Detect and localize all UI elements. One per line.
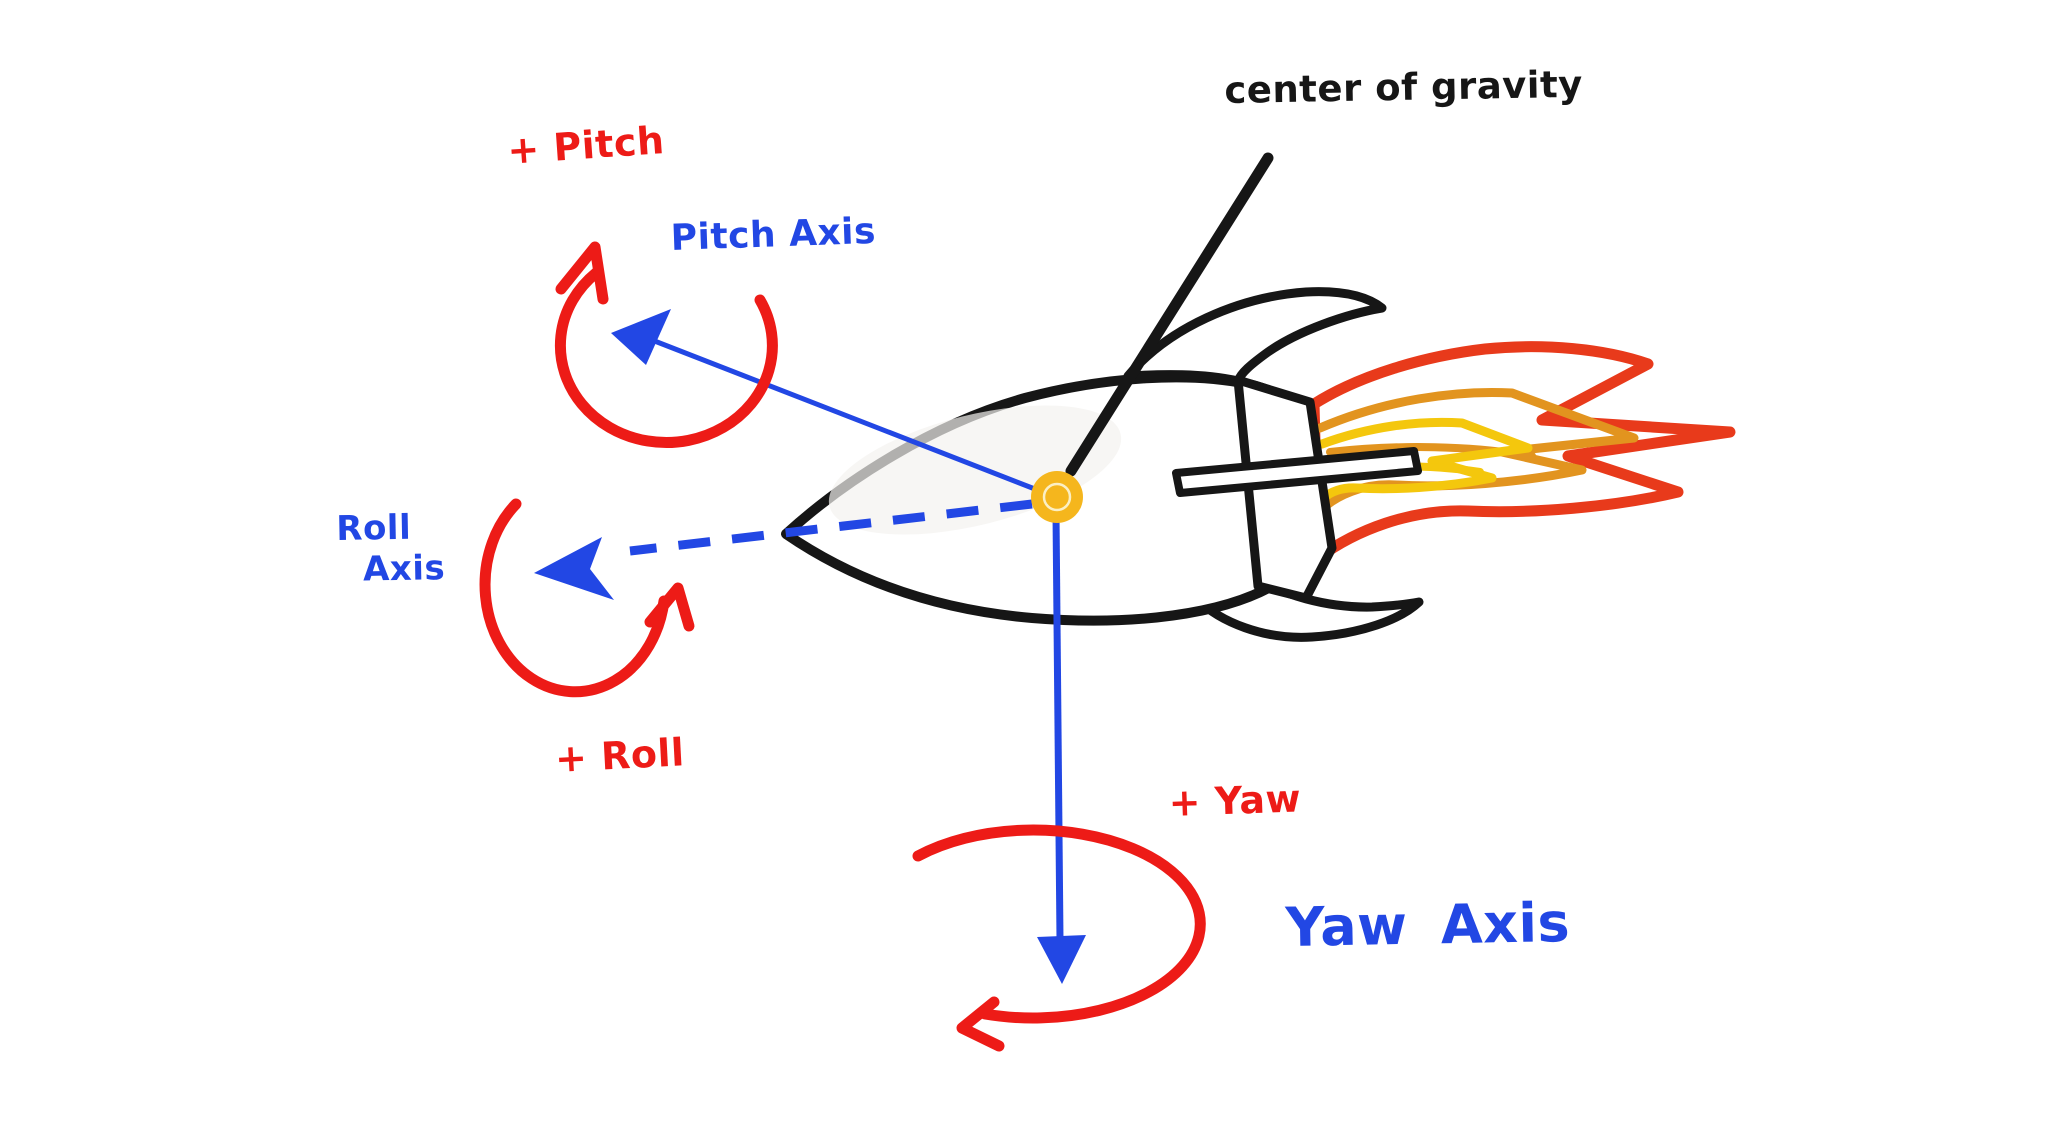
roll-axis-label-line1: Roll bbox=[335, 507, 412, 549]
yaw-rotation-arc bbox=[912, 824, 1206, 1024]
yaw-axis-line bbox=[1052, 513, 1064, 941]
pitch-rotation-arrowhead bbox=[555, 241, 609, 305]
yaw-rotation-arrowhead bbox=[956, 996, 1005, 1052]
pitch-axis-arrowhead bbox=[611, 309, 671, 365]
pitch-axis-line bbox=[651, 337, 1041, 494]
cg-dot-ring bbox=[1042, 482, 1072, 512]
pitch-axis-label: Pitch Axis bbox=[670, 210, 877, 259]
pitch-rotation-arc bbox=[554, 267, 778, 449]
center-of-gravity-label: center of gravity bbox=[1223, 62, 1584, 112]
roll-axis-arrowhead bbox=[534, 537, 614, 600]
yaw-axis-label: Yaw Axis bbox=[1284, 891, 1571, 959]
roll-rotation-arc bbox=[479, 498, 670, 698]
roll-rotation-arrowhead bbox=[644, 582, 695, 632]
cg-dot bbox=[1031, 471, 1083, 523]
cg-pointer-line bbox=[1065, 152, 1274, 477]
roll-positive-label: + Roll bbox=[553, 730, 686, 781]
yaw-axis-arrowhead bbox=[1037, 935, 1086, 984]
roll-axis-line bbox=[629, 499, 1033, 556]
rocket-gun-rod bbox=[1172, 447, 1422, 497]
yaw-positive-label: + Yaw bbox=[1167, 776, 1302, 825]
exhaust-flame-inner bbox=[1317, 417, 1533, 503]
rocket-fin-upper bbox=[1123, 287, 1387, 386]
roll-axis-label-line2: Axis bbox=[362, 548, 446, 590]
rocket-tail-band bbox=[1233, 375, 1337, 603]
roll-axis-label: Roll Axis bbox=[336, 508, 446, 590]
